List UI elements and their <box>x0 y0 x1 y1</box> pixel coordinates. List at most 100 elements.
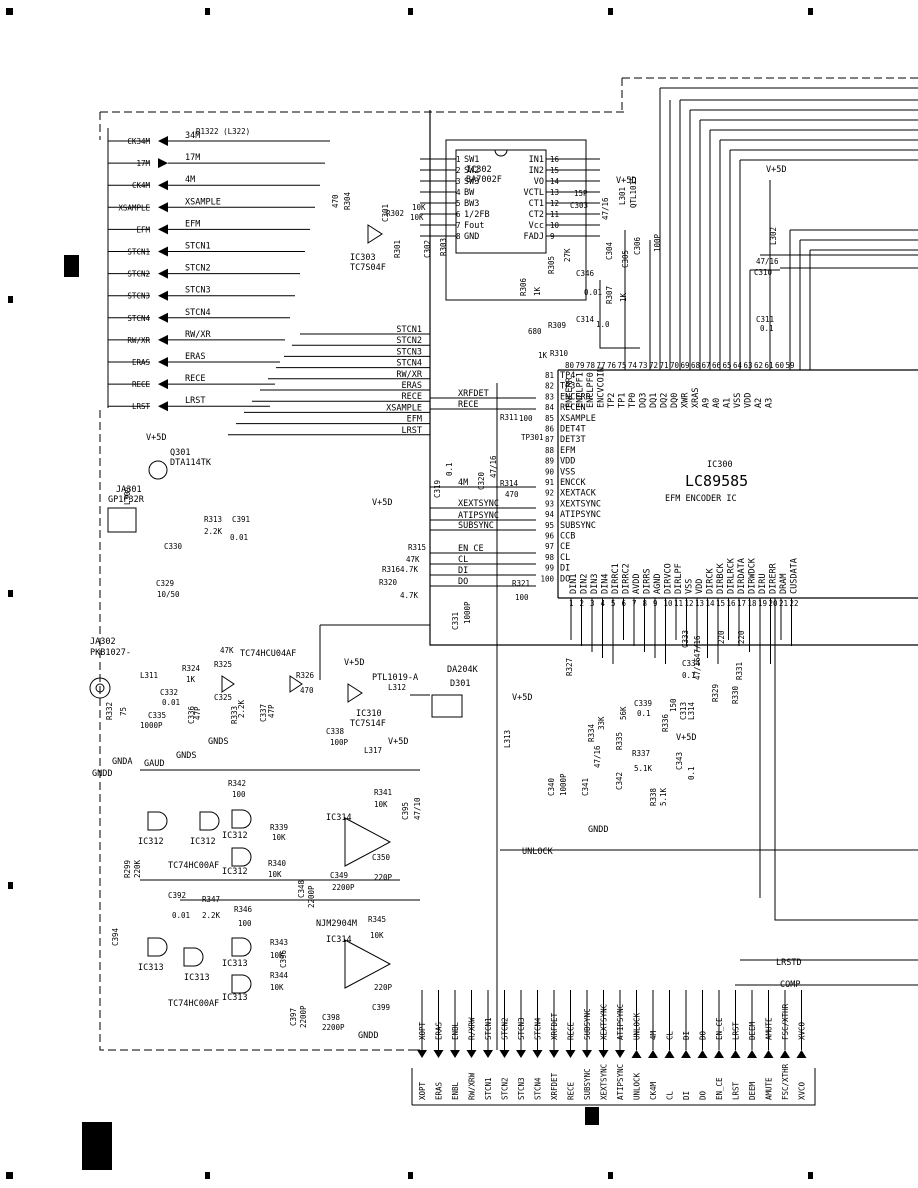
part-r334v: 33K <box>597 716 606 730</box>
gnds-label-2: GNDS <box>208 737 228 747</box>
d301-ref: D301 <box>450 679 470 689</box>
vsd-l317: V+5D <box>388 737 408 747</box>
bottom-connector-arrow-23 <box>796 1050 807 1058</box>
ic300-pin-num-96: 96 <box>545 532 555 541</box>
ic300-pin-name-95: SUBSYNC <box>560 521 596 531</box>
gndd-left: GNDD <box>92 769 112 779</box>
part-r303: R303 <box>439 238 448 256</box>
ic300-pin-name-86: DET4T <box>560 425 586 435</box>
part-r309v: 680 <box>528 327 542 336</box>
part-c303: C303 <box>570 201 588 210</box>
part-c331v: 1000P <box>463 601 472 624</box>
ic302-ref: IC302 <box>466 165 492 175</box>
ic300-pin-name-12: VSS <box>685 579 695 594</box>
ic300-pin-name-8: DIRRS <box>643 568 653 594</box>
ic300-pin-name-93: XEXTSYNC <box>560 499 601 509</box>
part-c302: C302 <box>423 240 432 258</box>
ic300-pin-num-83: 83 <box>545 392 554 401</box>
ic300-pin-name-71: DQ2 <box>660 393 670 408</box>
part-c399v: 220P <box>374 983 393 992</box>
part-c397: C397 <box>289 1008 298 1026</box>
bottom-connector-pin-11: XEXTSYNC <box>600 1064 609 1100</box>
part-c303v: 15P <box>574 189 588 198</box>
part-c334v: 0.1 <box>682 671 696 680</box>
ic300-net-0: XRFDET <box>458 389 489 399</box>
ic300-pin-num-82: 82 <box>545 382 554 391</box>
ic300-pin-name-3: DIN3 <box>590 574 600 594</box>
ic303-ref: IC303 <box>350 253 376 263</box>
ic300-pin-name-97: CE <box>560 542 570 552</box>
ic302-pin-name-l0: SW1 <box>464 155 479 165</box>
ic300-pin-num-85: 85 <box>545 414 554 423</box>
part-r320: R320 <box>379 578 398 587</box>
part-r302: 10K <box>410 213 424 222</box>
ja302-ref: JA302 <box>90 637 116 647</box>
part-c330: C330 <box>164 542 183 551</box>
ic300-pin-num-22: 22 <box>790 599 799 608</box>
ic300-pin-num-66: 66 <box>712 361 722 370</box>
part-c395: C395 <box>401 802 410 820</box>
lrstd-net: LRSTD <box>776 958 802 968</box>
bottom-connector-pin-12: ATIPSYNC <box>616 1064 625 1100</box>
part-r307v: 1K <box>619 292 628 302</box>
part-r321: R321 <box>512 579 530 588</box>
ic302-pin-name-l3: BW <box>464 188 475 198</box>
part-l302: L302 <box>769 227 778 245</box>
vsd-l313: V+5D <box>512 693 532 703</box>
part-c339v: 0.1 <box>637 709 651 718</box>
part-r301b: R301 <box>393 240 402 258</box>
part-c343v: 0.1 <box>687 766 696 780</box>
ic300-pin-num-20: 20 <box>769 599 779 608</box>
part-r310v: 1K <box>538 351 548 360</box>
part-c311: C311 <box>756 315 774 324</box>
gaud-label: GAUD <box>144 759 164 769</box>
left-connector-net-9: RW/XR <box>185 330 211 340</box>
part-r345: R345 <box>368 915 386 924</box>
left-connector-arrow-0 <box>158 136 168 146</box>
part-c337: C337 <box>259 704 268 722</box>
ic300-pin-num-87: 87 <box>545 435 554 444</box>
ic300-pin-name-5: DIRRC1 <box>611 563 621 594</box>
part-c311v: 0.1 <box>760 324 774 333</box>
ic300-pin-name-1: DIN1 <box>569 574 579 594</box>
mid-net-5: ERAS <box>402 381 422 391</box>
ic300-pin-name-96: CCB <box>560 532 575 542</box>
gndd-bottom: GNDD <box>358 1031 378 1041</box>
bottom-connector-pin-22: FSC/XTHR <box>781 1063 790 1100</box>
ic300-pin-name-98: CL <box>560 553 570 563</box>
bottom-connector-pin-10: SUBSYNC <box>583 1068 592 1100</box>
part-r316: R316 <box>382 565 401 574</box>
part-c319: C319 <box>433 480 442 498</box>
mid-net-7: XSAMPLE <box>386 403 422 413</box>
ic302-pin-name-l7: GND <box>464 232 479 242</box>
part-c314v: 1.0 <box>596 320 610 329</box>
ic300-pin-name-4: DIN4 <box>601 574 611 594</box>
ic300-pin-num-78: 78 <box>586 361 596 370</box>
bottom-connector-arrow-21 <box>763 1050 774 1058</box>
part-r301: 10K <box>412 203 426 212</box>
left-connector-arrow-12 <box>158 401 168 412</box>
ic300-pin-num-80: 80 <box>565 361 575 370</box>
ja301-ref: JA301 <box>116 485 142 495</box>
part-c306v: 100P <box>653 233 662 252</box>
part-l314: L314 <box>687 701 696 720</box>
part-c337v: 47P <box>267 704 276 718</box>
ic300-pin-num-100: 100 <box>540 574 554 583</box>
ic300-pin-num-17: 17 <box>737 599 746 608</box>
left-connector-net-11: RECE <box>185 374 205 384</box>
part-c340: C340 <box>547 777 556 796</box>
bottom-connector-pin-4: STCN1 <box>484 1077 493 1100</box>
part-r324v: 1K <box>186 675 196 684</box>
part-r342v: 100 <box>232 790 246 799</box>
ic300-pin-name-91: ENCCK <box>560 478 586 488</box>
part-c394: C394 <box>111 927 120 946</box>
mid-net-2: STCN3 <box>396 347 422 357</box>
vsd-q301: V+5D <box>146 433 166 443</box>
bottom-connector-arrow-1 <box>433 1050 444 1058</box>
ic300-pin-name-17: DIRDATA <box>737 558 747 594</box>
part-c334: C334 <box>682 659 701 668</box>
part-c346: C346 <box>576 269 595 278</box>
ic300-pin-num-71: 71 <box>660 361 669 370</box>
part-c336: C336 <box>187 705 196 724</box>
part-c399: C399 <box>372 1003 390 1012</box>
